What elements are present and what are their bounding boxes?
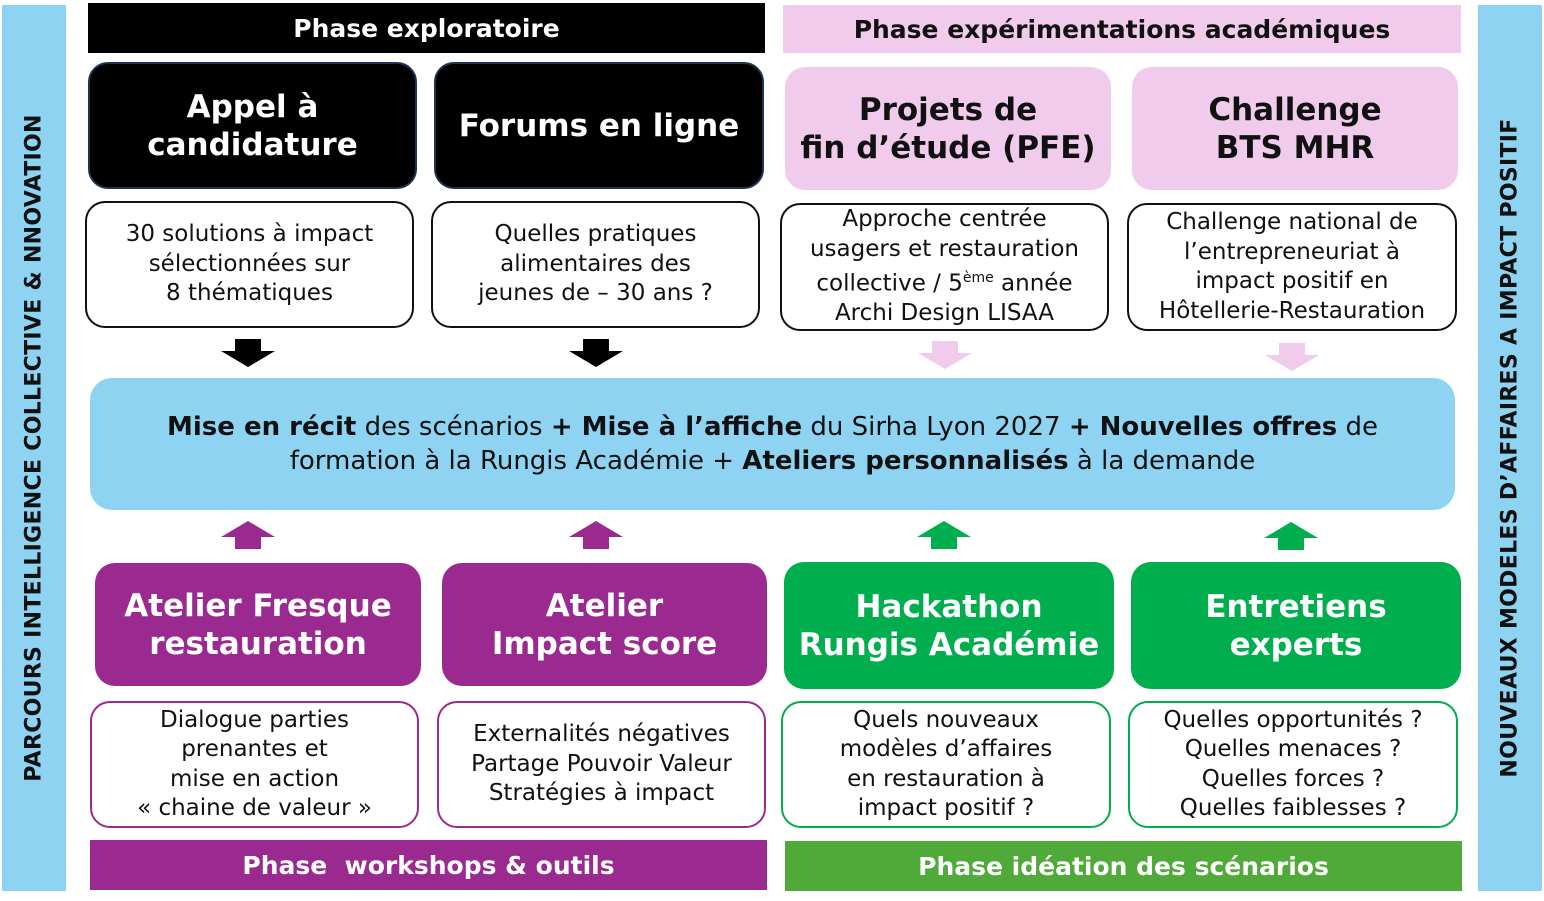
phase-workshops: Phase workshops & outils	[90, 840, 767, 890]
phase-ideation: Phase idéation des scénarios	[785, 841, 1462, 891]
arrow-down-icon	[221, 339, 275, 367]
left-side-label: PARCOURS INTELLIGENCE COLLECTIVE & NNOVA…	[21, 114, 47, 782]
phase-experimentations: Phase expérimentations académiques	[783, 5, 1461, 53]
desc-entretiens-experts: Quelles opportunités ?Quelles menaces ?Q…	[1128, 701, 1458, 828]
left-side-bar: PARCOURS INTELLIGENCE COLLECTIVE & NNOVA…	[2, 5, 66, 891]
central-outcomes-box: Mise en récit des scénarios + Mise à l’a…	[90, 378, 1455, 510]
arrow-down-icon	[1265, 343, 1319, 371]
arrow-up-icon	[221, 521, 275, 549]
right-side-bar: NOUVEAUX MODELES D’AFFAIRES A IMPACT POS…	[1478, 5, 1542, 891]
arrow-down-icon	[569, 339, 623, 367]
phase-exploratoire: Phase exploratoire	[88, 3, 765, 53]
arrow-up-icon	[917, 521, 971, 549]
arrow-up-icon	[569, 521, 623, 549]
arrow-down-icon	[918, 341, 972, 369]
desc-projets-fin-etude: Approche centrée usagers et restauration…	[780, 203, 1109, 331]
title-forums-en-ligne: Forums en ligne	[434, 62, 764, 189]
arrow-up-icon	[1264, 522, 1318, 550]
right-side-label: NOUVEAUX MODELES D’AFFAIRES A IMPACT POS…	[1497, 118, 1523, 778]
